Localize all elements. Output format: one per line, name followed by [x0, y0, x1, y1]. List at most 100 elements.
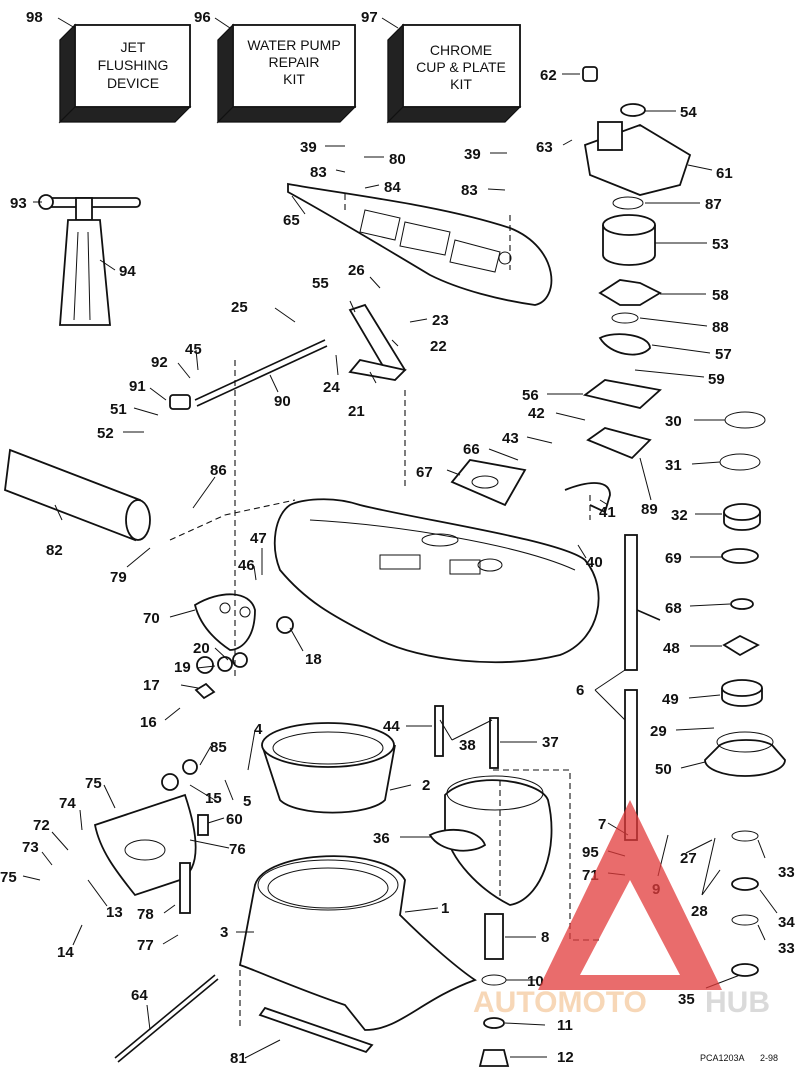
callout-49: 49	[662, 691, 679, 708]
callout-39b: 39	[464, 146, 481, 163]
callout-50: 50	[655, 761, 672, 778]
callout-6: 6	[576, 682, 584, 699]
kit-box-line: FLUSHING	[98, 57, 169, 73]
callout-55: 55	[312, 275, 329, 292]
kit-box-water-pump: WATER PUMP REPAIR KIT	[216, 23, 357, 124]
callout-82: 82	[46, 542, 63, 559]
callout-97: 97	[361, 9, 378, 26]
callout-72: 72	[33, 817, 50, 834]
callout-56: 56	[522, 387, 539, 404]
kit-box-line: DEVICE	[107, 75, 159, 91]
callout-65: 65	[283, 212, 300, 229]
callout-32: 32	[671, 507, 688, 524]
callout-7: 7	[598, 816, 606, 833]
drive-shaft	[624, 534, 661, 841]
callout-68: 68	[665, 600, 682, 617]
callout-75: 75	[85, 775, 102, 792]
pump-housing	[273, 498, 600, 664]
kit-box-line: JET	[121, 39, 146, 55]
callout-23: 23	[432, 312, 449, 329]
callout-51: 51	[110, 401, 127, 418]
callout-35: 35	[678, 991, 695, 1008]
watermark-auto-text: AUTOMOTO	[473, 986, 647, 1019]
callout-91: 91	[129, 378, 146, 395]
callout-47: 47	[250, 530, 267, 547]
callout-38: 38	[459, 737, 476, 754]
seal-column	[704, 411, 786, 977]
callout-86: 86	[210, 462, 227, 479]
bracket-21	[348, 303, 407, 381]
callout-34: 34	[778, 914, 795, 931]
flush-device	[38, 194, 141, 326]
callout-84: 84	[384, 179, 401, 196]
callout-19: 19	[174, 659, 191, 676]
callout-29: 29	[650, 723, 667, 740]
callout-57: 57	[715, 346, 732, 363]
callout-83: 83	[310, 164, 327, 181]
watermark-triangle	[538, 800, 722, 990]
kit-box-line: KIT	[283, 71, 305, 87]
callout-22: 22	[430, 338, 447, 355]
callout-61: 61	[716, 165, 733, 182]
callout-40: 40	[586, 554, 603, 571]
callout-90: 90	[274, 393, 291, 410]
callout-1: 1	[441, 900, 449, 917]
callout-88: 88	[712, 319, 729, 336]
callout-33: 33	[778, 864, 795, 881]
kit-box-line: REPAIR	[268, 54, 319, 70]
callout-63: 63	[536, 139, 553, 156]
callout-81: 81	[230, 1050, 247, 1067]
callout-13: 13	[106, 904, 123, 921]
callout-70: 70	[143, 610, 160, 627]
callout-27: 27	[680, 850, 697, 867]
callout-83b: 83	[461, 182, 478, 199]
callout-17: 17	[143, 677, 160, 694]
callout-93: 93	[10, 195, 27, 212]
hardware	[114, 482, 611, 1067]
callout-28: 28	[691, 903, 708, 920]
callout-87: 87	[705, 196, 722, 213]
top-plate	[287, 182, 553, 306]
callout-78: 78	[137, 906, 154, 923]
callout-25: 25	[231, 299, 248, 316]
callout-numbers: 98 96 97 1 2 3 4 5 6 7 8 9 10 11 12 13 1…	[0, 9, 795, 1067]
callout-94: 94	[119, 263, 136, 280]
impeller	[428, 775, 553, 906]
callout-43: 43	[502, 430, 519, 447]
watermark-hub-text: HUB	[705, 986, 770, 1019]
bracket-70	[193, 593, 256, 651]
callout-3: 3	[220, 924, 228, 941]
callout-89: 89	[641, 501, 658, 518]
exhaust-tube	[4, 448, 151, 542]
callout-24: 24	[323, 379, 340, 396]
callout-95: 95	[582, 844, 599, 861]
callout-12: 12	[557, 1049, 574, 1066]
callout-62: 62	[540, 67, 557, 84]
watermark-logo: AUTOMOTO HUB	[473, 800, 770, 1019]
callout-2: 2	[422, 777, 430, 794]
callout-15: 15	[205, 790, 222, 807]
callout-4: 4	[254, 721, 263, 738]
callout-79: 79	[110, 569, 127, 586]
kit-box-chrome-cup: CHROME CUP & PLATE KIT	[386, 23, 522, 124]
callout-42: 42	[528, 405, 545, 422]
callout-74: 74	[59, 795, 76, 812]
callout-11: 11	[557, 1017, 573, 1034]
callout-96: 96	[194, 9, 211, 26]
callout-92: 92	[151, 354, 168, 371]
callout-44: 44	[383, 718, 400, 735]
callout-leaders	[22, 17, 778, 1059]
callout-54: 54	[680, 104, 697, 121]
callout-5: 5	[243, 793, 251, 810]
callout-80: 80	[389, 151, 406, 168]
callout-85: 85	[210, 739, 227, 756]
callout-76: 76	[229, 841, 246, 858]
callout-52: 52	[97, 425, 114, 442]
steering-link	[169, 339, 328, 410]
callout-21: 21	[348, 403, 365, 420]
jet-housing	[238, 855, 477, 1031]
callout-16: 16	[140, 714, 157, 731]
callout-36: 36	[373, 830, 390, 847]
kit-box-jet-flushing: JET FLUSHING DEVICE	[58, 23, 192, 124]
